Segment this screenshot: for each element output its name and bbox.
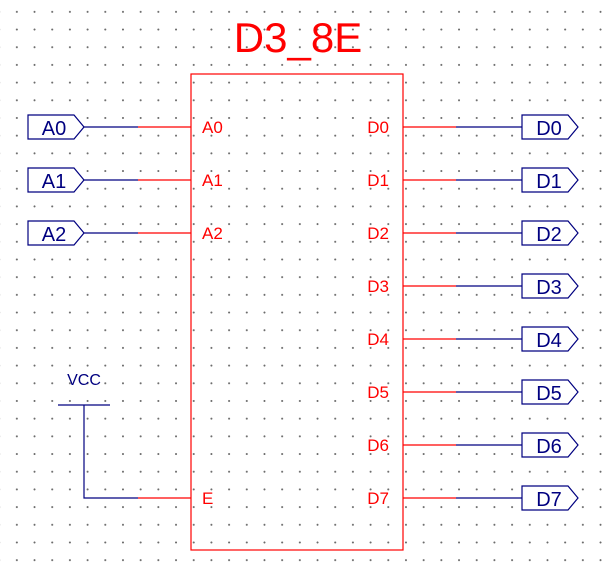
pin-d3[interactable]: D3 [367,277,456,296]
input-port-a0-shape [27,114,85,140]
output-port-d6[interactable]: D6 [521,432,579,458]
output-port-d4-shape [521,326,579,352]
pin-d4-label: D4 [367,330,389,349]
input-port-a1[interactable]: A1 [27,167,85,193]
output-port-d7-shape [521,485,579,511]
pin-d2[interactable]: D2 [367,224,456,243]
pin-a1[interactable]: A1 [138,171,223,190]
pin-d5-label: D5 [367,383,389,402]
wire-vcc-to-e[interactable] [83,405,138,499]
output-port-d1-label: D1 [536,171,562,193]
output-port-d0[interactable]: D0 [521,114,579,140]
output-port-d6-label: D6 [536,436,562,458]
output-port-d1[interactable]: D1 [521,167,579,193]
pin-d3-label: D3 [367,277,389,296]
output-port-d7[interactable]: D7 [521,485,579,511]
component-body[interactable] [190,73,404,551]
output-port-d2-shape [521,220,579,246]
input-port-a2-label: A2 [42,224,66,246]
output-port-d0-shape [521,114,579,140]
pin-d5[interactable]: D5 [367,383,456,402]
pin-a2[interactable]: A2 [138,224,223,243]
input-port-a2[interactable]: A2 [27,220,85,246]
pin-a2-label: A2 [202,224,223,243]
pin-d2-label: D2 [367,224,389,243]
output-port-d5-shape [521,379,579,405]
pin-d7-label: D7 [367,489,389,508]
pin-d0-label: D0 [367,118,389,137]
output-port-d3-label: D3 [536,277,562,299]
output-port-d2[interactable]: D2 [521,220,579,246]
pin-d6[interactable]: D6 [367,436,456,455]
pin-d4[interactable]: D4 [367,330,456,349]
pin-d1[interactable]: D1 [367,171,456,190]
output-port-d1-shape [521,167,579,193]
output-port-d3-shape [521,273,579,299]
output-port-d0-label: D0 [536,118,562,140]
pin-a1-label: A1 [202,171,223,190]
pin-d0[interactable]: D0 [367,118,456,137]
input-port-a1-shape [27,167,85,193]
output-port-d2-label: D2 [536,224,562,246]
pin-d6-label: D6 [367,436,389,455]
input-port-a0-label: A0 [42,118,66,140]
output-port-d4-label: D4 [536,330,562,352]
input-port-a2-shape [27,220,85,246]
pin-d1-label: D1 [367,171,389,190]
output-port-d3[interactable]: D3 [521,273,579,299]
pin-e[interactable]: E [138,489,213,508]
pin-d7[interactable]: D7 [367,489,456,508]
output-port-d5-label: D5 [536,383,562,405]
output-port-d5[interactable]: D5 [521,379,579,405]
pin-a0[interactable]: A0 [138,118,223,137]
pin-a0-label: A0 [202,118,223,137]
component-title: D3_8E [234,14,362,61]
output-port-d6-shape [521,432,579,458]
vcc-power-symbol[interactable]: VCC [58,372,110,406]
pin-e-label: E [202,489,213,508]
output-port-d7-label: D7 [536,489,562,511]
input-port-a1-label: A1 [42,171,66,193]
output-port-d4[interactable]: D4 [521,326,579,352]
vcc-label: VCC [67,372,101,389]
input-port-a0[interactable]: A0 [27,114,85,140]
